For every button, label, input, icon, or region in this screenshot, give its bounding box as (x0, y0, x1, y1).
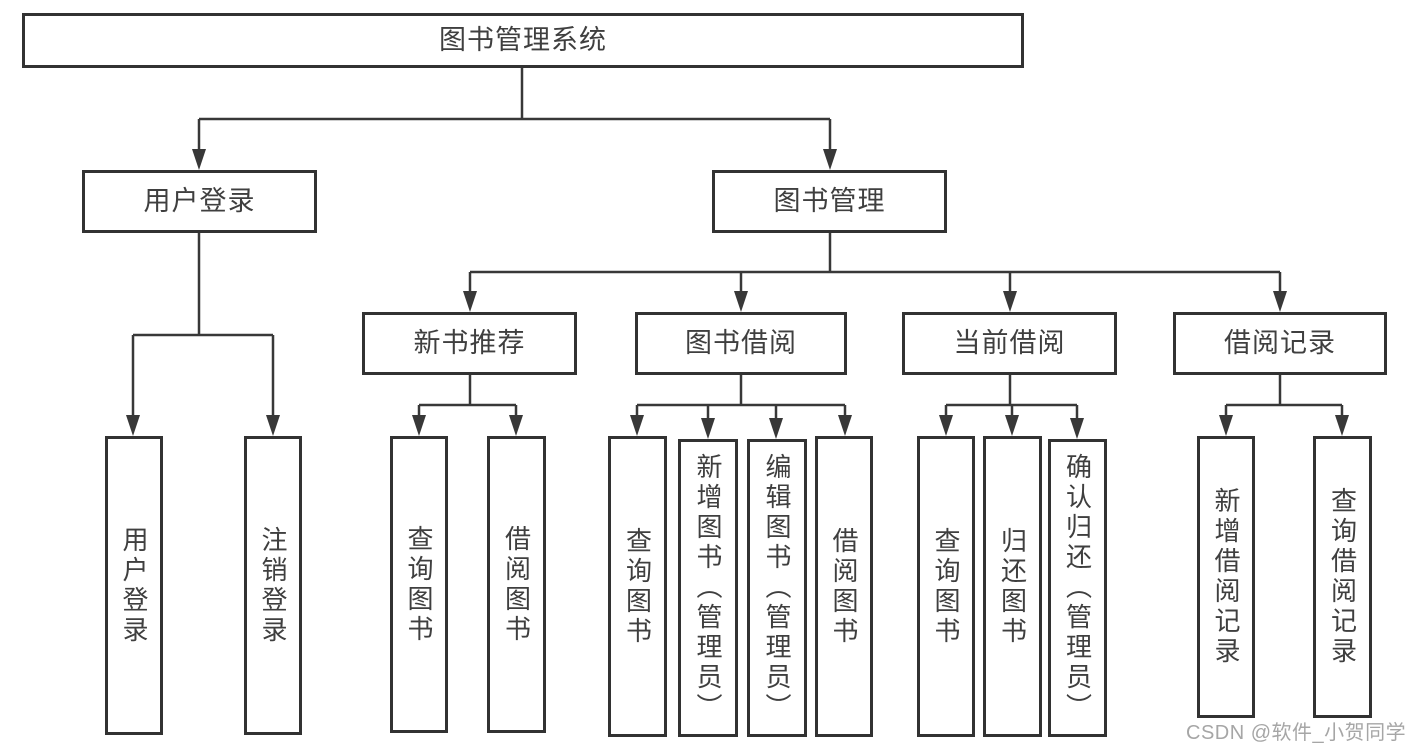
node-label: 图书管理系统 (439, 25, 607, 55)
leaf-logout-login: 注销登录 (244, 436, 302, 735)
leaf-bb-borrow-books: 借阅图书 (815, 436, 873, 737)
leaf-br-add-borrow-record: 新增借阅记录 (1197, 436, 1255, 718)
leaf-label: 查询图书 (931, 526, 961, 647)
leaf-cb-return-books: 归还图书 (983, 436, 1042, 737)
leaf-user-login: 用户登录 (105, 436, 163, 735)
leaf-cb-confirm-return-admin: 确认归还（管理员） (1048, 439, 1107, 737)
leaf-label: 用户登录 (119, 525, 149, 646)
leaf-label: 查询图书 (622, 526, 653, 647)
leaf-bb-add-books-admin: 新增图书（管理员） (678, 439, 738, 737)
node-label: 当前借阅 (953, 328, 1066, 358)
leaf-br-query-borrow-record: 查询借阅记录 (1313, 436, 1372, 718)
leaf-nbr-query-books: 查询图书 (390, 436, 448, 733)
leaf-label: 新增图书（管理员） (693, 453, 723, 723)
leaf-label: 注销登录 (258, 525, 288, 646)
node-label: 图书管理 (773, 186, 886, 216)
leaf-bb-edit-books-admin: 编辑图书（管理员） (747, 439, 807, 737)
node-new-book-recommendation: 新书推荐 (362, 312, 577, 375)
node-label: 新书推荐 (413, 328, 526, 358)
leaf-bb-query-books: 查询图书 (608, 436, 667, 737)
node-label: 用户登录 (143, 186, 256, 216)
node-user-login: 用户登录 (82, 170, 317, 233)
leaf-nbr-borrow-books: 借阅图书 (487, 436, 546, 733)
node-label: 借阅记录 (1224, 328, 1336, 358)
leaf-label: 新增借阅记录 (1211, 487, 1241, 667)
leaf-cb-query-books: 查询图书 (917, 436, 975, 737)
leaf-label: 确认归还（管理员） (1062, 453, 1093, 723)
node-current-borrowing: 当前借阅 (902, 312, 1117, 375)
leaf-label: 查询图书 (404, 524, 434, 645)
leaf-label: 查询借阅记录 (1327, 487, 1358, 667)
node-book-management: 图书管理 (712, 170, 947, 233)
arrowheads (126, 149, 1349, 439)
csdn-watermark: CSDN @软件_小贺同学 (1186, 722, 1405, 744)
node-book-borrowing: 图书借阅 (635, 312, 847, 375)
leaf-label: 归还图书 (997, 526, 1028, 647)
node-borrowing-records: 借阅记录 (1173, 312, 1387, 375)
leaf-label: 借阅图书 (501, 524, 532, 645)
node-label: 图书借阅 (685, 328, 797, 358)
node-library-management-system: 图书管理系统 (22, 13, 1024, 68)
leaf-label: 编辑图书（管理员） (762, 453, 792, 723)
leaf-label: 借阅图书 (829, 526, 859, 647)
